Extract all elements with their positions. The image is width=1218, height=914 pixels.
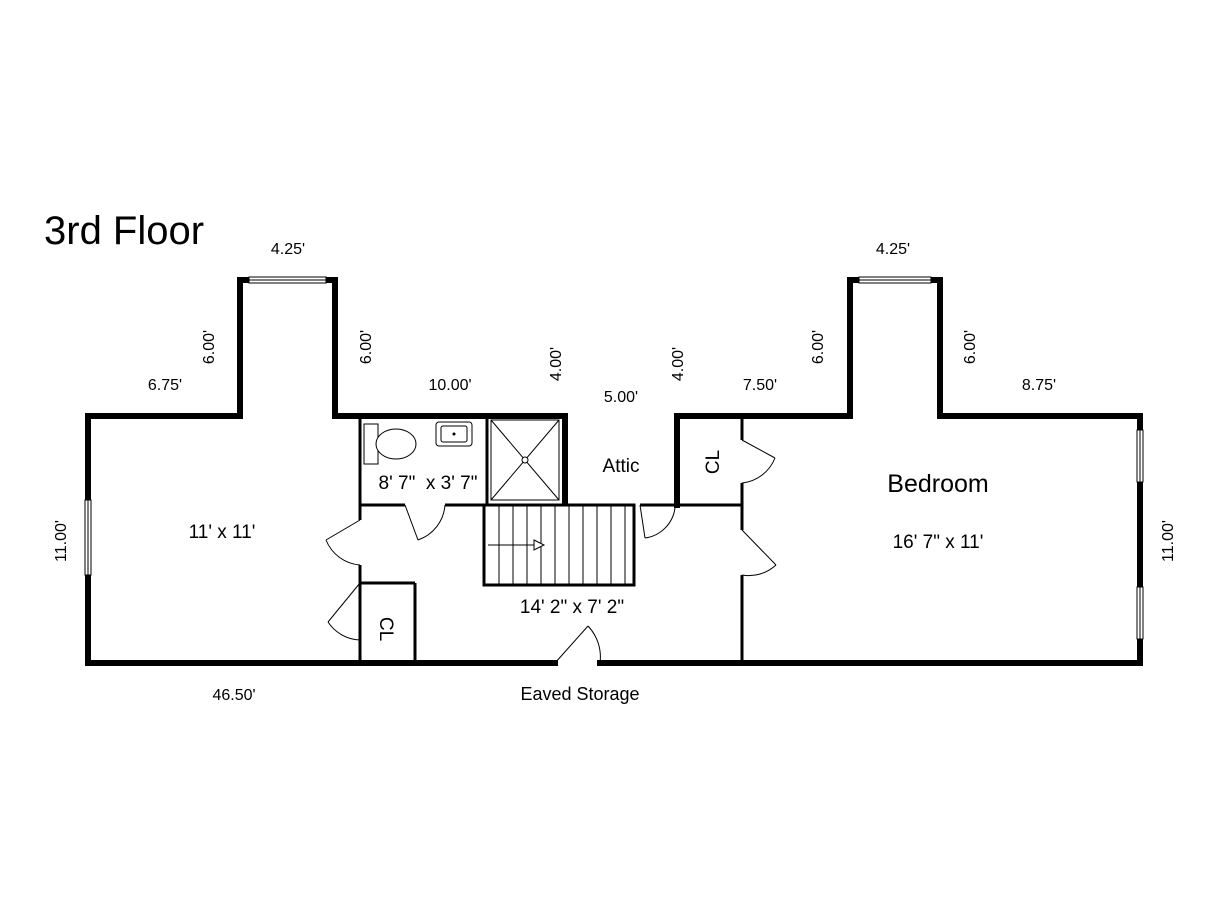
door-bedroom <box>741 529 777 577</box>
dim-right-dormer-width: 4.25' <box>876 241 910 258</box>
dim-attic-width: 5.00' <box>604 389 638 406</box>
closet-left-label: CL <box>375 617 396 641</box>
bath-size: 8' 7" x 3' 7" <box>379 473 478 494</box>
door-left-room <box>325 519 361 566</box>
door-bathroom <box>404 504 446 541</box>
staircase <box>482 503 636 587</box>
hall-size: 14' 2" x 7' 2" <box>520 597 624 618</box>
window-left-dormer <box>248 276 327 284</box>
window-right-side-upper <box>1136 429 1144 483</box>
floor-title: 3rd Floor <box>44 209 204 253</box>
door-right-closet <box>741 439 776 484</box>
door-attic <box>639 504 676 539</box>
closet-right-label: CL <box>703 450 724 474</box>
dim-left-dormer-left-depth: 6.00' <box>201 330 218 364</box>
shower-icon <box>490 419 560 501</box>
sink-icon <box>435 421 473 447</box>
dim-closet-wall-top: 7.50' <box>743 377 777 394</box>
dim-right-dormer-right-depth: 6.00' <box>962 330 979 364</box>
dim-bath-wall-top: 10.00' <box>428 377 471 394</box>
window-left-side <box>84 499 92 576</box>
dim-left-dormer-right-depth: 6.00' <box>358 330 375 364</box>
attic-label: Attic <box>603 456 640 477</box>
dim-right-dormer-left-depth: 6.00' <box>810 330 827 364</box>
toilet-icon <box>363 423 417 465</box>
dim-bottom-width: 46.50' <box>212 687 255 704</box>
left-room-size: 11' x 11' <box>189 522 256 543</box>
window-right-side-lower <box>1136 586 1144 640</box>
door-eaved-storage <box>554 625 601 664</box>
dim-left-wall-top: 6.75' <box>148 377 182 394</box>
interior-walls <box>358 416 744 663</box>
dim-attic-right-depth: 4.00' <box>670 347 687 381</box>
dim-left-height: 11.00' <box>53 520 70 562</box>
eaved-storage-label: Eaved Storage <box>520 684 639 704</box>
window-right-dormer <box>858 276 932 284</box>
dim-attic-left-depth: 4.00' <box>548 347 565 381</box>
dim-left-dormer-width: 4.25' <box>271 241 305 258</box>
door-left-closet <box>327 582 361 641</box>
bedroom-label: Bedroom <box>887 470 988 498</box>
bedroom-size: 16' 7" x 11' <box>893 532 984 553</box>
dim-right-height: 11.00' <box>1160 520 1177 562</box>
dim-right-wall-top: 8.75' <box>1022 377 1056 394</box>
